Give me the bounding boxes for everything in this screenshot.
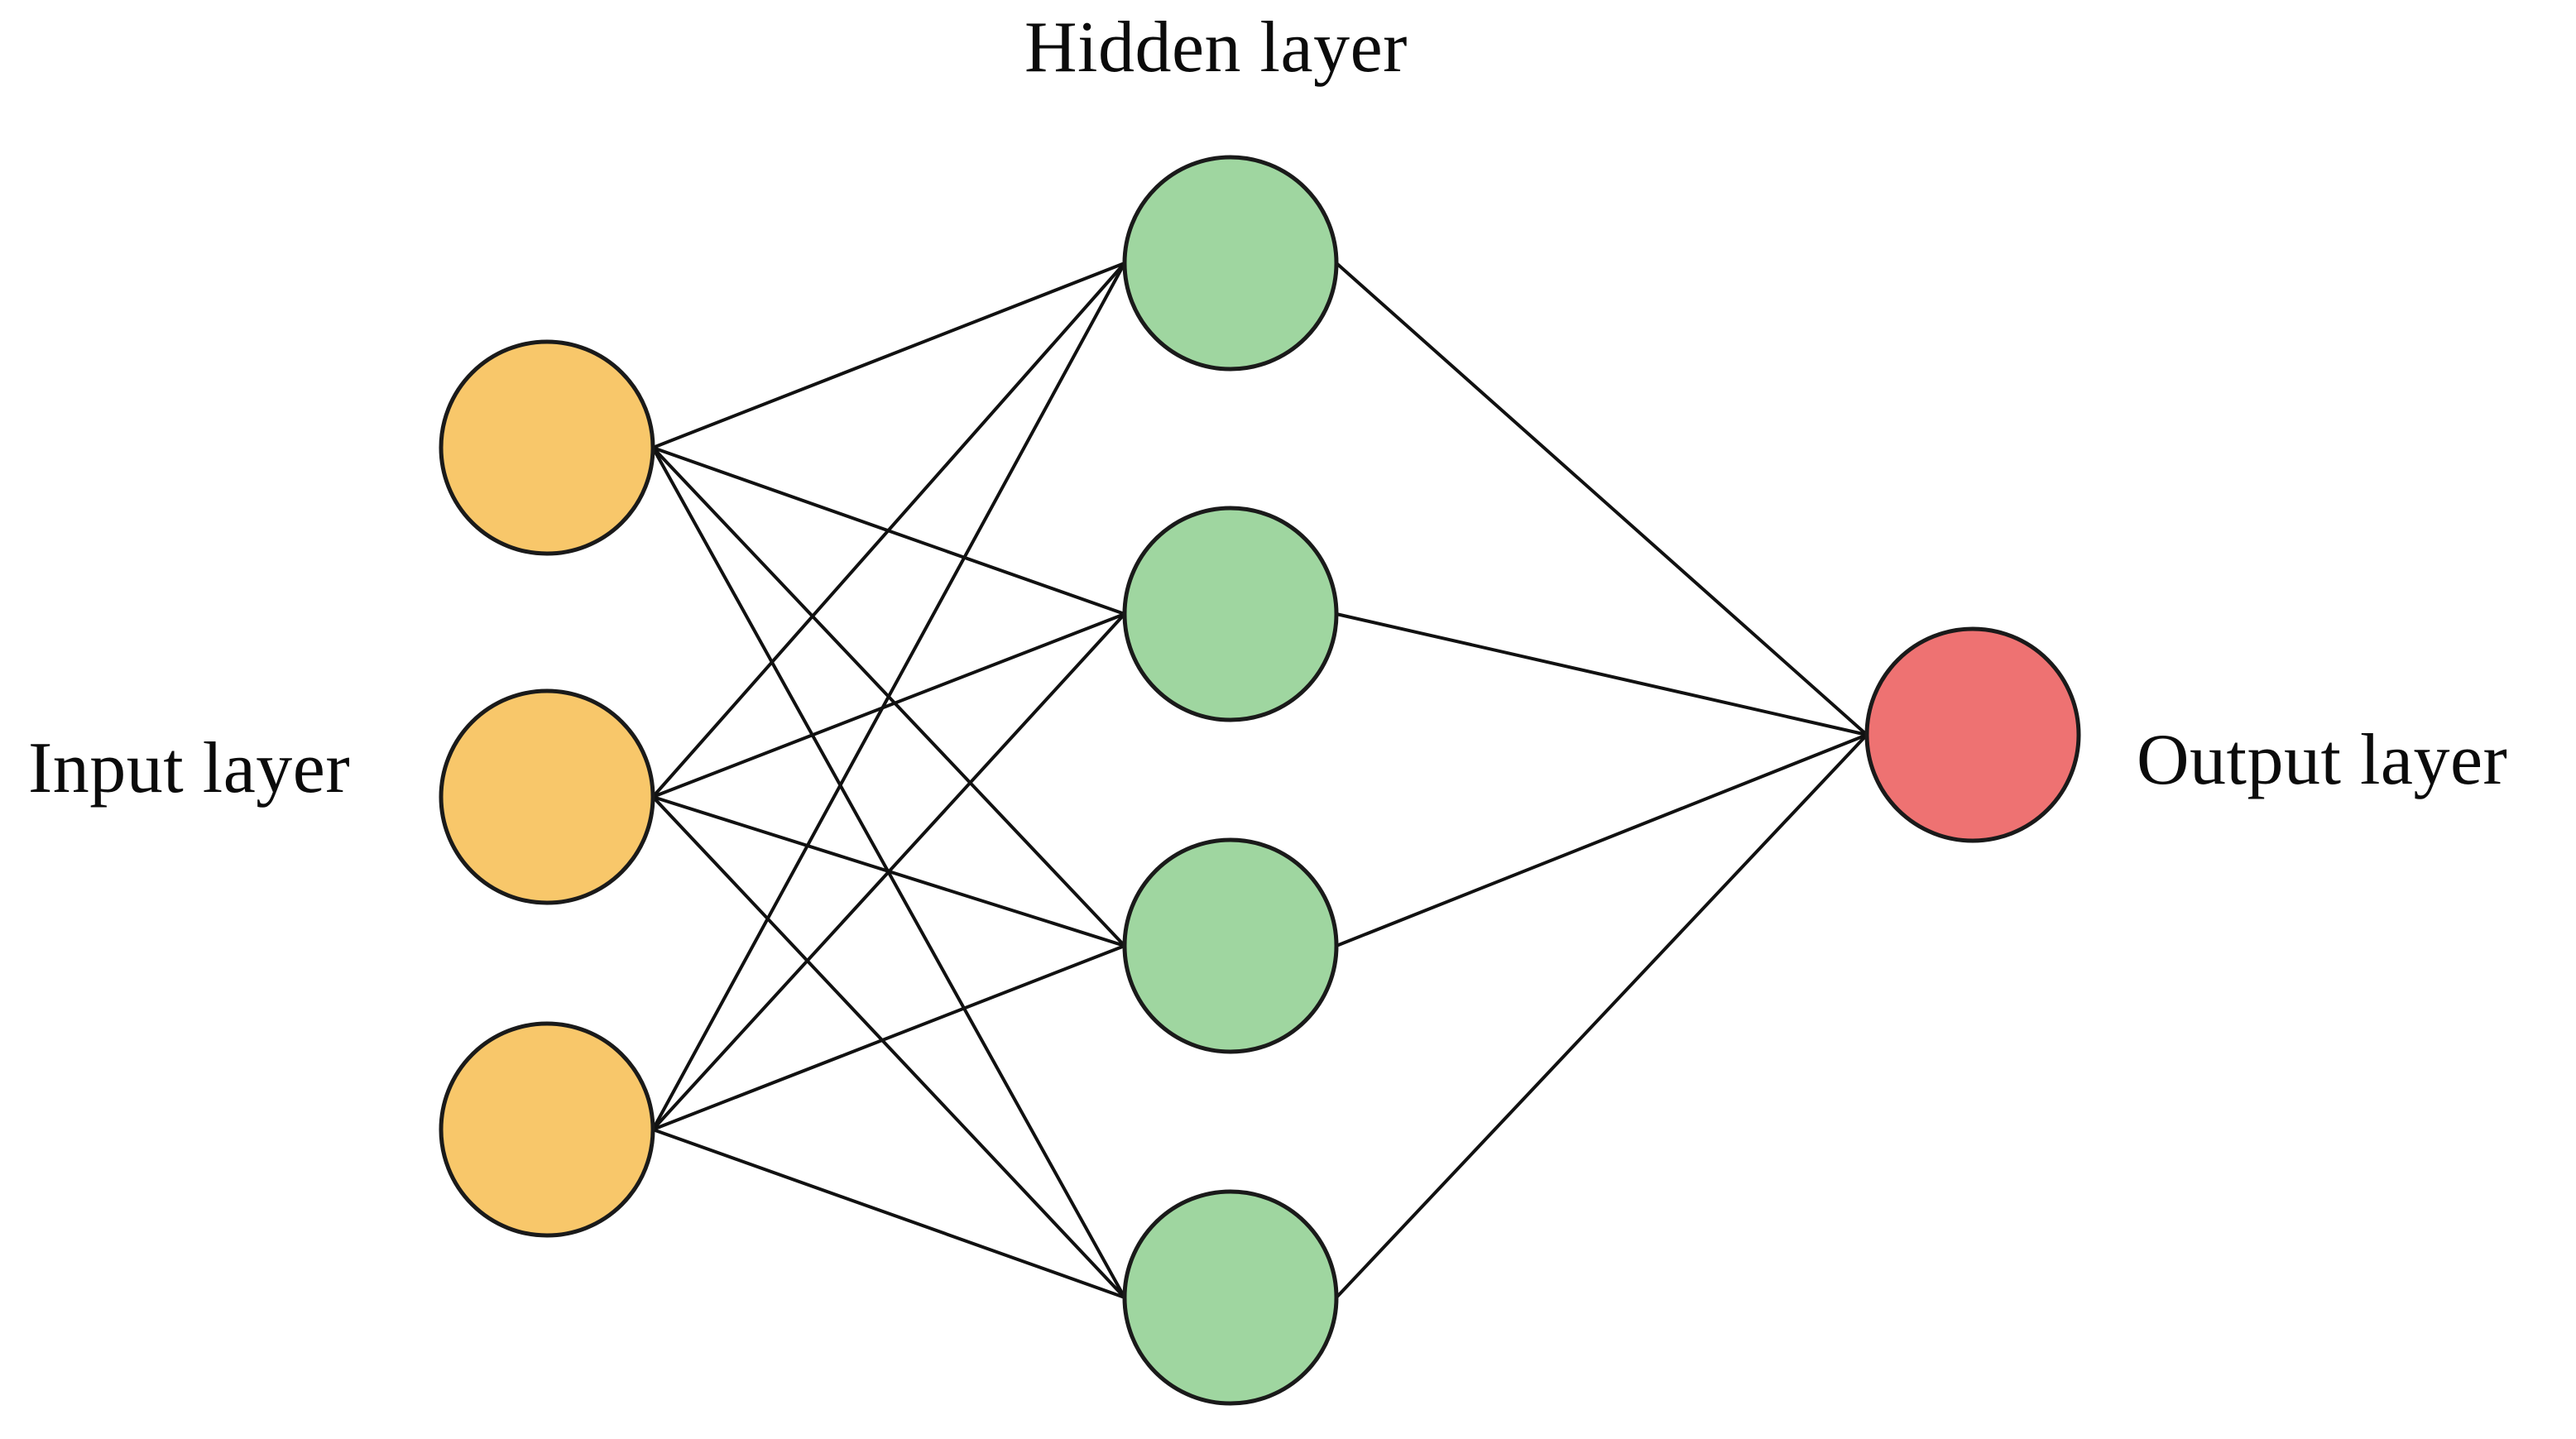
hidden-node-3[interactable] [1122, 837, 1339, 1054]
connection-edge [651, 1128, 1126, 1299]
connection-edge [1335, 733, 1868, 947]
input-node-3[interactable] [439, 1021, 655, 1238]
output-layer-label: Output layer [2137, 720, 2508, 800]
connection-edge [1335, 261, 1868, 736]
hidden-node-1[interactable] [1122, 155, 1339, 372]
neuron-nodes [439, 155, 2081, 1406]
connection-edge [651, 261, 1126, 1131]
connection-edge [651, 612, 1126, 1131]
input-node-2[interactable] [439, 688, 655, 905]
output-node-1[interactable] [1864, 626, 2081, 843]
connection-edge [1335, 612, 1868, 736]
connection-edge [651, 261, 1126, 799]
hidden-layer-label: Hidden layer [1024, 7, 1408, 88]
connection-edges [651, 261, 1868, 1299]
hidden-node-2[interactable] [1122, 506, 1339, 722]
input-node-1[interactable] [439, 339, 655, 556]
input-layer-label: Input layer [28, 728, 351, 808]
connection-edge [1335, 733, 1868, 1299]
connection-edge [651, 612, 1126, 799]
hidden-node-4[interactable] [1122, 1189, 1339, 1406]
connection-edge [651, 944, 1126, 1131]
connection-edge [651, 261, 1126, 449]
connection-edge [651, 795, 1126, 1299]
